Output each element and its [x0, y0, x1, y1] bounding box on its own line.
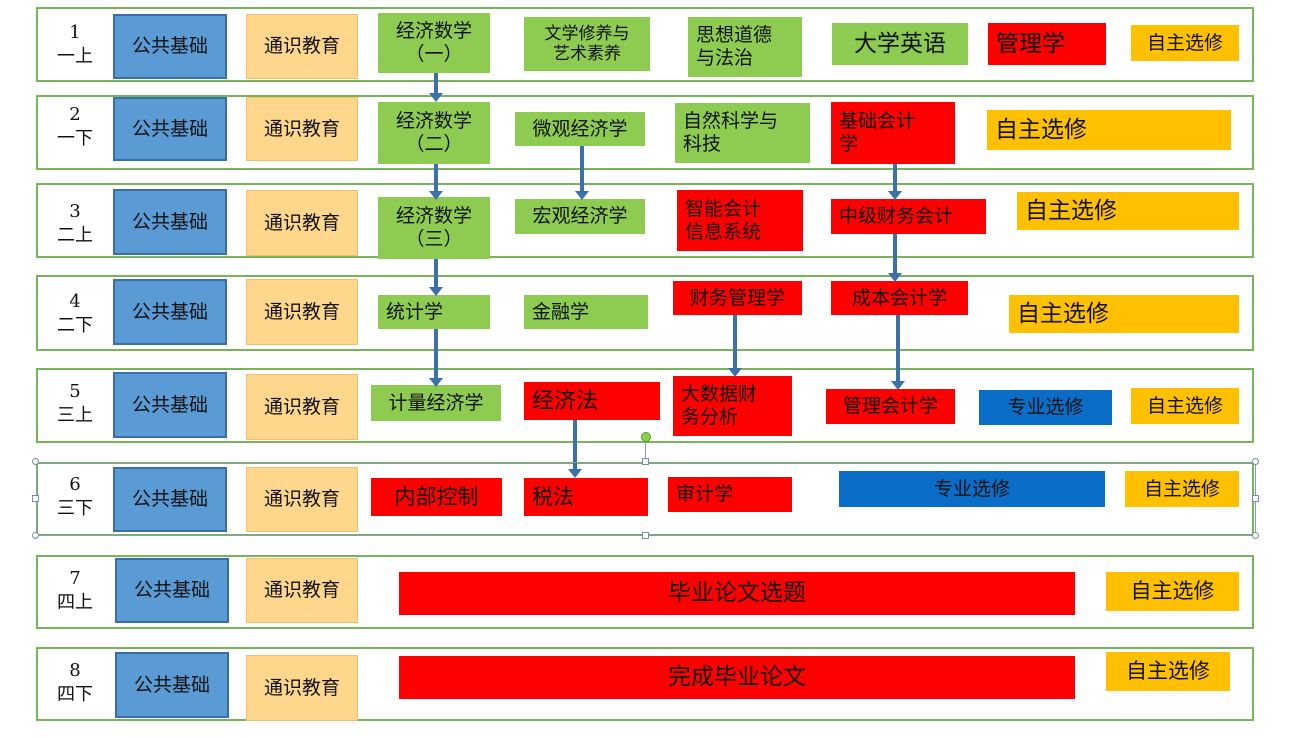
- arrow-math3-to-statistics: [429, 259, 443, 296]
- semester-term: 四下: [57, 684, 93, 705]
- elective-self-box: 自主选修: [987, 110, 1231, 150]
- arrow-statistics-to-econometrics: [429, 329, 443, 387]
- arrow-intermediate-to-cost: [888, 234, 902, 282]
- elective-self-box: 自主选修: [1009, 295, 1239, 333]
- public-basic-box: 公共基础: [113, 14, 227, 79]
- semester-term: 三上: [57, 405, 93, 426]
- semester-label-8: 8 四下: [40, 659, 110, 707]
- general-education-box: 通识教育: [246, 190, 358, 256]
- semester-term: 四上: [57, 592, 93, 613]
- course-macroeconomics: 宏观经济学: [515, 199, 645, 234]
- semester-label-2: 2 一下: [40, 103, 110, 151]
- public-basic-box: 公共基础: [113, 97, 227, 161]
- resize-handle-bottom-left[interactable]: [32, 532, 39, 539]
- resize-handle-top-right[interactable]: [1252, 458, 1259, 465]
- semester-number: 2: [69, 104, 81, 125]
- course-statistics: 统计学: [378, 295, 490, 329]
- semester-number: 5: [69, 381, 81, 402]
- semester-term: 一下: [57, 128, 93, 149]
- course-economic-math-1: 经济数学 （一）: [378, 13, 490, 73]
- arrow-basic-acct-to-intermediate: [888, 164, 902, 200]
- course-auditing: 审计学: [668, 477, 792, 512]
- resize-handle-bottom-middle[interactable]: [642, 532, 649, 539]
- major-elective-box: 专业选修: [979, 390, 1112, 425]
- resize-handle-middle-right[interactable]: [1252, 495, 1259, 502]
- elective-self-box: 自主选修: [1106, 572, 1239, 611]
- course-cost-accounting: 成本会计学: [831, 281, 968, 315]
- arrow-econ-law-to-tax-law: [568, 420, 582, 478]
- course-smart-accounting: 智能会计 信息系统: [677, 190, 803, 251]
- course-morality-law: 思想道德 与法治: [688, 17, 802, 77]
- arrow-math2-to-math3: [429, 164, 443, 200]
- semester-label-7: 7 四上: [40, 567, 110, 615]
- course-economic-math-2: 经济数学 （二）: [378, 102, 490, 164]
- arrow-fin-mgmt-to-big-data: [728, 315, 742, 377]
- elective-self-box: 自主选修: [1125, 471, 1239, 507]
- general-education-box: 通识教育: [246, 14, 358, 79]
- course-finance: 金融学: [524, 295, 648, 329]
- course-econometrics: 计量经济学: [371, 385, 501, 421]
- public-basic-box: 公共基础: [113, 279, 227, 345]
- course-financial-management: 财务管理学: [673, 281, 802, 315]
- general-education-box: 通识教育: [246, 374, 358, 440]
- selection-frame[interactable]: [36, 462, 1256, 536]
- semester-number: 1: [69, 22, 81, 43]
- course-tax-law: 税法: [524, 478, 648, 516]
- course-intermediate-financial-accounting: 中级财务会计: [831, 199, 986, 234]
- resize-handle-middle-left[interactable]: [32, 495, 39, 502]
- general-education-box: 通识教育: [246, 558, 358, 623]
- course-thesis-topic: 毕业论文选题: [399, 572, 1075, 615]
- major-elective-box: 专业选修: [839, 471, 1105, 507]
- semester-label-5: 5 三上: [40, 380, 110, 428]
- resize-handle-top-left[interactable]: [32, 458, 39, 465]
- semester-term: 三下: [57, 498, 93, 519]
- resize-handle-top-middle[interactable]: [642, 458, 649, 465]
- public-basic-box: 公共基础: [113, 467, 227, 532]
- course-management: 管理学: [988, 23, 1106, 65]
- rotate-handle[interactable]: [641, 432, 651, 442]
- course-economic-math-3: 经济数学 （三）: [378, 197, 490, 259]
- public-basic-box: 公共基础: [115, 558, 229, 623]
- course-literature-arts: 文学修养与 艺术素养: [524, 17, 650, 71]
- general-education-box: 通识教育: [246, 279, 358, 345]
- public-basic-box: 公共基础: [115, 652, 229, 718]
- semester-term: 二上: [57, 225, 93, 246]
- general-education-box: 通识教育: [246, 467, 358, 532]
- semester-number: 8: [69, 660, 81, 681]
- semester-label-6: 6 三下: [40, 473, 110, 521]
- course-thesis-complete: 完成毕业论文: [399, 656, 1075, 699]
- rotate-handle-stem: [645, 440, 646, 458]
- course-microeconomics: 微观经济学: [515, 112, 645, 146]
- course-college-english: 大学英语: [832, 23, 968, 65]
- semester-number: 4: [69, 291, 81, 312]
- semester-number: 3: [69, 201, 81, 222]
- public-basic-box: 公共基础: [113, 189, 227, 255]
- course-natural-science: 自然科学与 科技: [675, 103, 810, 163]
- elective-self-box: 自主选修: [1017, 192, 1239, 230]
- elective-self-box: 自主选修: [1131, 388, 1239, 424]
- public-basic-box: 公共基础: [113, 372, 227, 438]
- general-education-box: 通识教育: [246, 655, 358, 721]
- semester-label-1: 1 一上: [40, 21, 110, 69]
- resize-handle-bottom-right[interactable]: [1252, 532, 1259, 539]
- semester-term: 一上: [57, 46, 93, 67]
- course-big-data-financial-analysis: 大数据财 务分析: [673, 376, 792, 436]
- course-economic-law: 经济法: [524, 382, 660, 420]
- arrow-math1-to-math2: [429, 73, 443, 102]
- semester-number: 7: [69, 568, 81, 589]
- elective-self-box: 自主选修: [1106, 652, 1230, 691]
- arrow-micro-to-macro: [575, 146, 589, 200]
- semester-label-3: 3 二上: [40, 200, 110, 248]
- course-internal-control: 内部控制: [371, 478, 502, 516]
- elective-self-box: 自主选修: [1131, 25, 1239, 61]
- semester-number: 6: [69, 474, 81, 495]
- semester-label-4: 4 二下: [40, 290, 110, 338]
- semester-term: 二下: [57, 315, 93, 336]
- general-education-box: 通识教育: [246, 97, 358, 161]
- course-basic-accounting: 基础会计 学: [831, 102, 955, 164]
- arrow-cost-to-management-accounting: [891, 315, 905, 390]
- course-management-accounting: 管理会计学: [826, 389, 955, 424]
